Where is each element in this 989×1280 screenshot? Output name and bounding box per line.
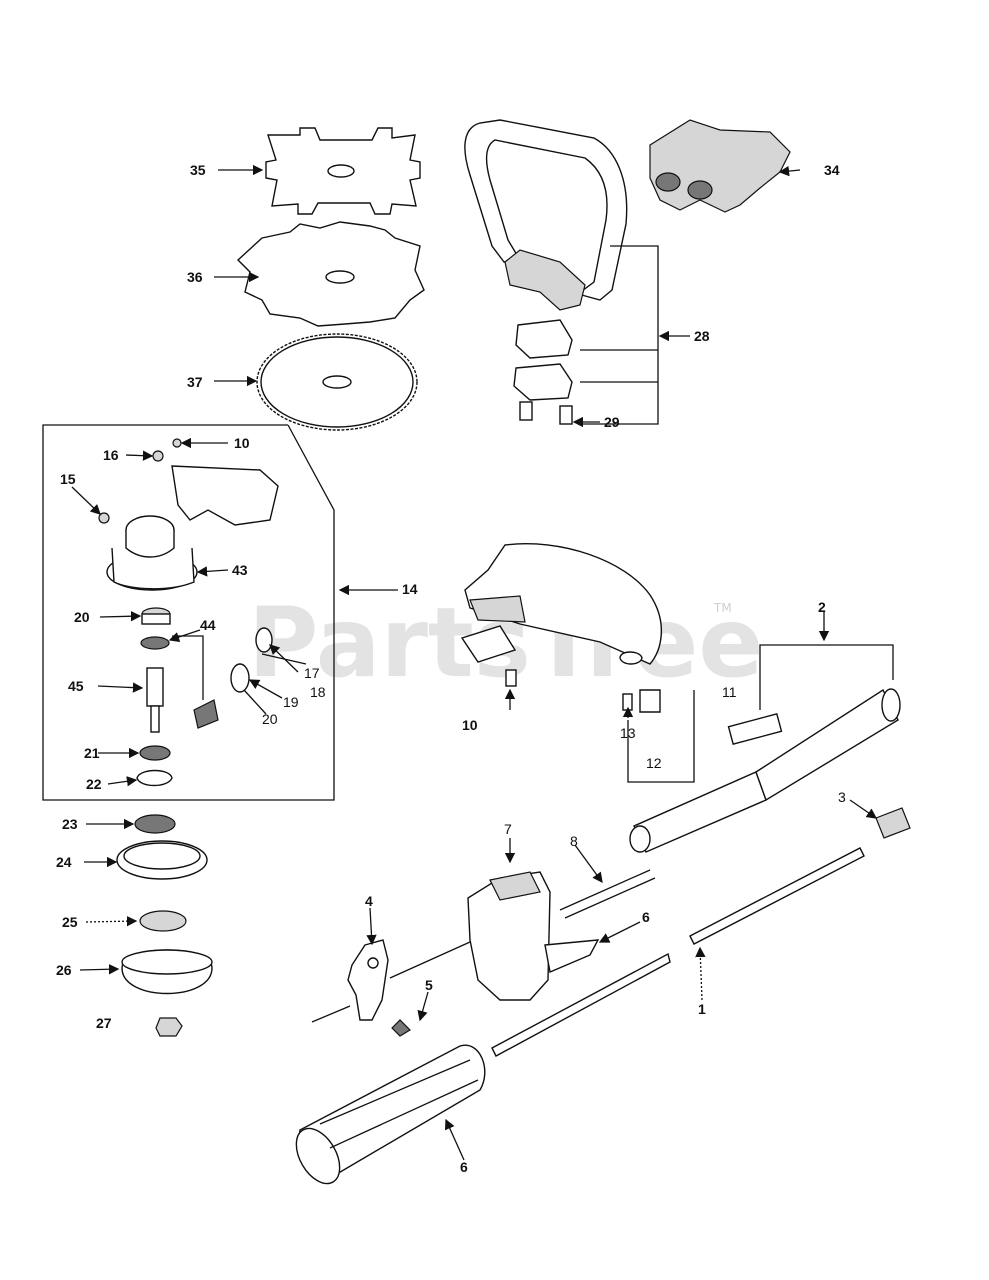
callout-labels: 35 36 37 34 28 29 10 16 15 43 14 20 44 1…	[56, 162, 846, 1175]
gearbox-frame	[42, 424, 335, 801]
callout-6-bottom: 6	[460, 1159, 468, 1175]
callout-13: 13	[620, 725, 636, 741]
callout-5: 5	[425, 977, 433, 993]
blade-hardware[interactable]	[116, 814, 213, 1037]
callout-25: 25	[62, 914, 78, 930]
callout-11: 11	[722, 684, 737, 700]
callout-6-right: 6	[642, 909, 650, 925]
callout-24: 24	[56, 854, 72, 870]
loop-handle[interactable]	[464, 119, 659, 425]
callout-29: 29	[604, 414, 620, 430]
safety-goggles[interactable]	[649, 119, 791, 213]
callout-43: 43	[232, 562, 248, 578]
callout-45: 45	[68, 678, 84, 694]
callout-36: 36	[187, 269, 203, 285]
callout-26: 26	[56, 962, 72, 978]
callout-17: 17	[304, 665, 320, 681]
callout-15: 15	[60, 471, 76, 487]
drive-shaft[interactable]	[689, 847, 865, 945]
callout-18: 18	[310, 684, 326, 700]
gearbox-assembly[interactable]	[106, 465, 279, 591]
callout-34: 34	[824, 162, 840, 178]
callout-2: 2	[818, 599, 826, 615]
callout-23: 23	[62, 816, 78, 832]
callout-27: 27	[96, 1015, 112, 1031]
callout-1: 1	[698, 1001, 706, 1017]
callout-20-right: 20	[262, 711, 278, 727]
leader-lines	[71, 164, 878, 1161]
callout-10-top: 10	[234, 435, 250, 451]
blade-4-tooth[interactable]	[265, 127, 421, 215]
callout-8: 8	[570, 833, 578, 849]
callout-12: 12	[646, 755, 662, 771]
callout-44: 44	[200, 617, 216, 633]
callout-35: 35	[190, 162, 206, 178]
callout-10-bottom: 10	[462, 717, 478, 733]
callout-22: 22	[86, 776, 102, 792]
rear-grip[interactable]	[287, 952, 671, 1191]
blade-8-tooth[interactable]	[236, 221, 425, 327]
front-handle-bracket[interactable]	[311, 939, 471, 1037]
callout-21: 21	[84, 745, 100, 761]
callout-20-left: 20	[74, 609, 90, 625]
callout-19: 19	[283, 694, 299, 710]
callout-37: 37	[187, 374, 203, 390]
throttle-cable[interactable]	[559, 869, 656, 919]
callout-28: 28	[694, 328, 710, 344]
blade-saw[interactable]	[256, 333, 418, 431]
blade-guard[interactable]	[460, 543, 695, 783]
callout-14: 14	[402, 581, 418, 597]
callout-3: 3	[838, 789, 846, 805]
callout-7: 7	[504, 821, 512, 837]
callout-16: 16	[103, 447, 119, 463]
shaft-end-plug[interactable]	[875, 807, 911, 839]
callout-4: 4	[365, 893, 373, 909]
watermark-tm: TM	[713, 601, 732, 615]
small-screws[interactable]	[98, 438, 182, 524]
shaft-tube[interactable]	[629, 644, 901, 853]
throttle-housing[interactable]	[467, 871, 600, 1001]
gearbox-internals[interactable]	[136, 607, 273, 787]
